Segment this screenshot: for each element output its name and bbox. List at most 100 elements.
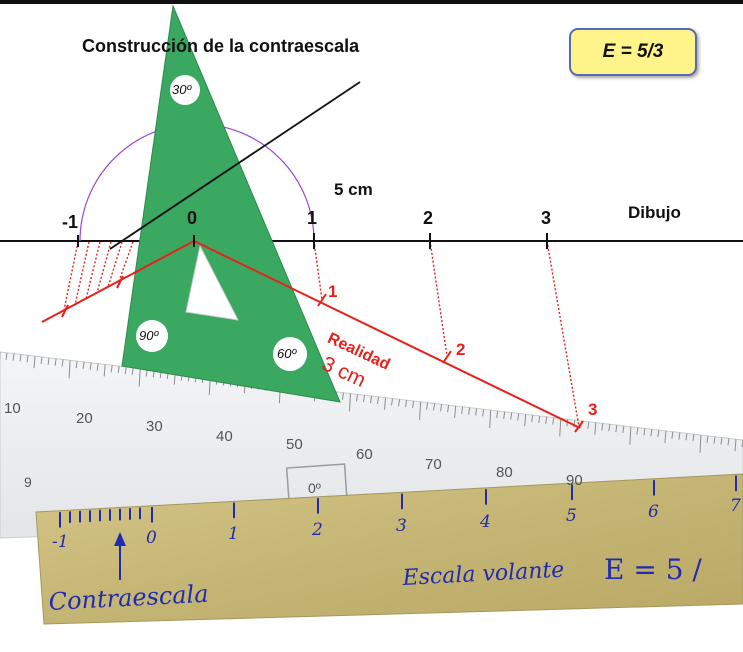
ruler-tick (405, 400, 408, 408)
strip-tick-label: 3 (396, 516, 407, 536)
ruler-tick (720, 437, 723, 445)
ruler-number: 50 (286, 436, 303, 453)
ruler-tick (426, 402, 429, 410)
ruler-tick (454, 405, 457, 419)
ruler-tick (33, 356, 36, 369)
strip-scale-equation: E = 5 / (604, 553, 702, 586)
ruler-number: 80 (496, 464, 513, 481)
strip-tick-label: 4 (480, 512, 491, 532)
ruler-tick (545, 416, 548, 424)
paper-strip (35, 473, 743, 625)
reality-tick-marks (61, 275, 584, 433)
ruler-tick (643, 428, 646, 436)
ruler-tick (678, 432, 681, 440)
ruler-tick (89, 362, 92, 370)
ruler-tick (671, 431, 674, 439)
dibujo-label: Dibujo (628, 203, 681, 222)
ruler-tick (82, 361, 85, 370)
strip-tick-label: 7 (730, 496, 741, 516)
scale-label-box: E = 5/3 (569, 28, 697, 76)
angle-90-label: 90º (139, 328, 159, 343)
ruler-number: 40 (216, 428, 233, 445)
strip-tick-label: -1 (52, 532, 69, 552)
ruler-tick (440, 404, 443, 412)
ruler-tick (699, 434, 702, 454)
ruler-number: 30 (146, 418, 163, 435)
ruler-tick (377, 396, 380, 404)
reality-line (193, 240, 581, 429)
strip-tick-label: 5 (566, 506, 577, 526)
ruler-tick (587, 421, 590, 429)
ruler-tick (531, 415, 534, 423)
strip-tick-label: 1 (228, 524, 239, 544)
ruler-tick (503, 411, 506, 419)
ruler-tick (706, 435, 709, 443)
set-square-hole (185, 244, 239, 321)
angle-30-label: 30º (172, 82, 192, 97)
contraescala-arrow (114, 532, 126, 580)
ruler-tick (75, 361, 78, 369)
ruler-tick (391, 398, 394, 406)
ruler-tick (622, 425, 625, 433)
ruler-number: 70 (425, 456, 442, 473)
ruler-tick (131, 367, 134, 375)
ruler-tick (433, 403, 436, 411)
ruler-tick (636, 427, 639, 435)
ruler-tick (96, 363, 99, 371)
ruler-tick (47, 357, 50, 365)
set-square (121, 4, 341, 403)
ruler-small-number: 9 (24, 474, 32, 490)
ruler-tick (68, 360, 71, 379)
ruler-tick (398, 399, 401, 407)
ruler-tick (608, 424, 611, 432)
ruler-tick (341, 392, 344, 400)
reality-tick-label: 1 (328, 282, 338, 301)
ruler-tick (61, 359, 64, 367)
ruler-tick (664, 430, 667, 443)
ruler-tick (489, 410, 492, 429)
ruler-tick (601, 423, 604, 431)
axis-tick-marks (77, 233, 548, 249)
pointer-line (109, 81, 361, 250)
ruler-tick (40, 356, 43, 365)
ruler-tick (54, 358, 57, 366)
ruler-tick (734, 439, 737, 452)
reality-tick-label: 2 (456, 340, 466, 359)
ruler-tick (594, 422, 597, 435)
ruler-tick (496, 410, 499, 419)
angle-60-label: 60º (277, 346, 297, 361)
ruler-tick (615, 424, 618, 433)
top-border (0, 0, 743, 4)
ruler-number: 60 (356, 446, 373, 463)
axis-tick-label: 2 (423, 208, 434, 228)
ruler-tick (384, 397, 387, 410)
ruler-tick (370, 395, 372, 404)
ruler-tick (110, 365, 113, 373)
ruler-tick (412, 400, 415, 409)
ruler-tick (124, 366, 127, 375)
axis-tick-label: 0 (187, 208, 198, 228)
ruler-protractor-label: 0º (308, 480, 321, 496)
ruler-tick (552, 417, 555, 425)
ruler-tick (362, 395, 365, 403)
ruler-tick (629, 426, 632, 445)
ruler-tick (138, 368, 141, 387)
reality-tick-label: 3 (588, 400, 598, 419)
ruler-tick (117, 366, 120, 374)
diagram-title: Construcción de la contraescala (82, 36, 360, 56)
ruler-tick (26, 355, 29, 363)
strip-tick-label: 6 (648, 502, 659, 522)
ruler-number: 20 (76, 410, 93, 427)
ruler-tick (727, 438, 730, 446)
ruler-tick (12, 353, 15, 361)
ruler-tick (447, 405, 450, 413)
ruler-tick (5, 352, 8, 360)
ruler-tick (461, 406, 464, 414)
ruler-tick (348, 393, 351, 412)
five-cm-label: 5 cm (334, 180, 373, 199)
ruler-tick (510, 412, 513, 420)
ruler-tick (475, 408, 478, 416)
axis-tick-label: 1 (307, 208, 318, 228)
ruler-tick (355, 394, 358, 402)
ruler-tick (482, 409, 485, 417)
